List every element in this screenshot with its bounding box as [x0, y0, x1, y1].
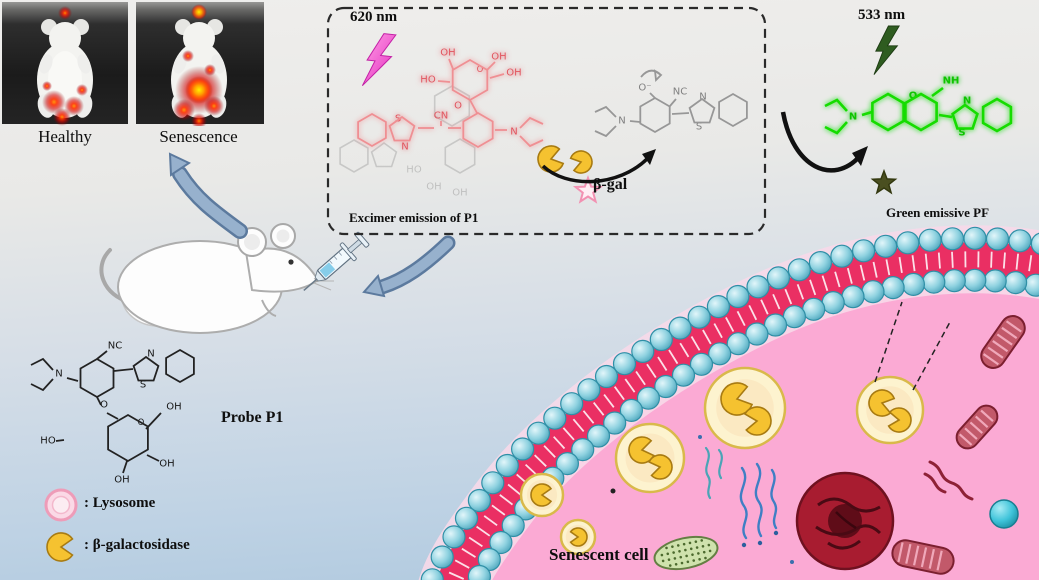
senescence-label: Senescence: [159, 127, 238, 146]
structure-p1-excimer: OH OH HO OH O O CN S N N: [357, 48, 544, 153]
reaction-arrow-2: [780, 111, 868, 173]
svg-text:OH: OH: [166, 402, 181, 413]
syringe-liquid: [319, 262, 336, 278]
membrane-beads: [420, 226, 1039, 580]
dot: [698, 435, 702, 439]
svg-text:OH: OH: [440, 48, 455, 59]
structure-green-pf: O NH N S N: [824, 76, 1013, 139]
product-wavelength-label: 533 nm: [858, 7, 906, 23]
mouse-cartoon: [99, 223, 334, 334]
svg-text:OH: OH: [452, 188, 467, 199]
svg-text:OH: OH: [114, 475, 129, 486]
svg-text:NC: NC: [108, 341, 122, 352]
svg-text:N: N: [699, 92, 706, 103]
structure-phenolate-intermediate: O⁻ N NC S N: [594, 69, 748, 138]
arrow-to-imaging: [168, 152, 248, 239]
legend-lysosome-label: : Lysosome: [84, 495, 156, 511]
mouse-eye: [288, 259, 294, 265]
svg-text:NH: NH: [943, 76, 960, 87]
svg-text:S: S: [696, 122, 702, 133]
senescence-fluorescence-spots: [173, 4, 224, 126]
svg-text:HO: HO: [420, 75, 436, 86]
probe-p1-label: Probe P1: [221, 409, 284, 426]
beta-galactosidase-enzymes: [46, 145, 912, 562]
svg-text:N: N: [510, 127, 517, 138]
senescent-cell: [418, 225, 1039, 580]
svg-text:O: O: [100, 400, 108, 411]
legend-lysosome-icon: [44, 488, 78, 522]
er-red: [923, 460, 974, 501]
reaction-dashed-box: [326, 6, 767, 236]
svg-text:OH: OH: [506, 68, 521, 79]
svg-text:N: N: [963, 96, 971, 107]
svg-text:HO: HO: [406, 165, 422, 176]
green-pf-caption: Green emissive PF: [886, 205, 990, 220]
syringe: [303, 231, 370, 292]
invivo-imaging-panel: [2, 2, 264, 126]
senescence-photo: [136, 2, 264, 126]
excimer-caption: Excimer emission of P1: [349, 210, 479, 225]
green-organelle: [653, 535, 719, 571]
nucleus: [795, 471, 895, 571]
healthy-label: Healthy: [38, 127, 92, 146]
mitochondria: [891, 315, 1026, 575]
beta-gal-label: β-gal: [593, 176, 628, 193]
svg-text:O: O: [477, 65, 484, 75]
svg-text:S: S: [958, 128, 965, 139]
dot: [610, 488, 616, 494]
svg-text:O: O: [454, 101, 462, 112]
arrow-to-mouse: [362, 235, 456, 298]
er-teal: [704, 446, 723, 500]
structure-probe-p1: NC N S N O O OH HO OH OH: [30, 341, 195, 486]
svg-text:N: N: [147, 349, 154, 360]
healthy-fluorescence-spots: [42, 6, 88, 126]
senescent-cell-label: Senescent cell: [549, 545, 649, 564]
emission-bolt-green-icon: [873, 25, 900, 75]
svg-text:O⁻: O⁻: [638, 83, 651, 94]
legend-betagal-label: : β-galactosidase: [84, 537, 190, 553]
lipid-tails: [448, 251, 1033, 580]
excimer-wavelength-label: 620 nm: [350, 9, 398, 25]
zoom-dashed-lines: [874, 301, 951, 391]
excitation-bolt-pink-icon: [361, 33, 397, 87]
svg-text:CN: CN: [434, 111, 448, 122]
svg-text:NC: NC: [673, 87, 687, 98]
dot: [790, 560, 794, 564]
svg-text:OH: OH: [426, 182, 441, 193]
reaction-arrow-1: [541, 149, 656, 184]
svg-text:OH: OH: [159, 459, 174, 470]
vesicle-cyan: [989, 499, 1019, 529]
structure-p1-excimer-ghost: HO OH OH: [339, 85, 476, 199]
svg-text:N: N: [849, 112, 857, 123]
golgi-er-blue: [739, 462, 779, 548]
svg-text:HO: HO: [40, 436, 56, 447]
svg-text:N: N: [55, 369, 62, 380]
organelles: [610, 315, 1026, 575]
svg-text:OH: OH: [491, 52, 506, 63]
svg-text:O: O: [909, 91, 918, 102]
svg-text:S: S: [140, 380, 146, 391]
emission-stars: [572, 168, 898, 204]
healthy-photo: [2, 2, 128, 126]
svg-text:N: N: [618, 116, 625, 127]
svg-text:N: N: [401, 142, 408, 153]
